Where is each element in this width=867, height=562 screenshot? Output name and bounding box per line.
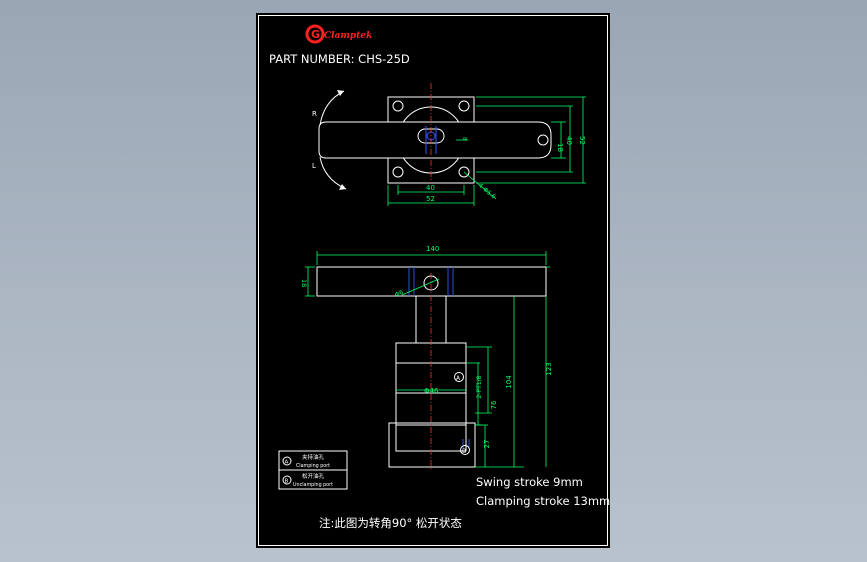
- dim-label: 40: [565, 136, 573, 145]
- rotation-arc-r: [319, 90, 345, 126]
- dim-label: 52: [426, 195, 435, 203]
- dim-label: 27: [483, 440, 491, 449]
- swing-stroke: Swing stroke 9mm: [476, 475, 583, 489]
- dim-label: Φ46: [424, 387, 439, 395]
- clamp-arm: [318, 121, 552, 159]
- mount-hole: [392, 166, 404, 178]
- legend-en: Clamping port: [296, 463, 330, 469]
- legend-en: Unclamping port: [293, 482, 333, 488]
- dim-label: 52: [578, 136, 586, 145]
- legend-zh: 松开油孔: [302, 472, 325, 480]
- dimension-lines: [387, 96, 586, 206]
- port-a: [454, 372, 464, 382]
- legend-marker-circle: [282, 456, 292, 466]
- hidden-lines: [408, 267, 470, 449]
- mount-hole: [458, 166, 470, 178]
- arrow-head: [339, 184, 346, 190]
- mount-hole: [458, 100, 470, 112]
- rotation-label-r: R: [312, 110, 317, 118]
- clamping-stroke: Clamping stroke 13mm: [476, 494, 610, 508]
- port-b: [460, 445, 470, 455]
- dim-label: 8: [461, 137, 467, 140]
- logo-text: Clamptek: [324, 31, 372, 41]
- port-legend: A 夹持油孔 Clamping port B 松开油孔 Unclamping p…: [278, 450, 348, 490]
- side-view: A B 140 18 Φ6 Φ46 2-PT1/8 76 104: [300, 245, 553, 469]
- dimension-lines: [305, 251, 550, 468]
- top-view: R L 40 52 18 40 52 4-Φ5.6 8: [312, 83, 586, 206]
- base-flange: [388, 422, 476, 468]
- legend-zh: 夹持油孔: [302, 453, 325, 461]
- brand-logo: G Clamptek: [305, 24, 372, 44]
- port-a-marker: A: [456, 375, 461, 382]
- dim-label: 18: [556, 143, 564, 152]
- dim-label: 40: [426, 184, 435, 192]
- logo-letter: G: [311, 28, 320, 41]
- arrow-head: [337, 90, 344, 96]
- dim-label: 4-Φ5.6: [477, 182, 497, 200]
- sheet-border: [258, 15, 608, 546]
- legend-marker: B: [285, 479, 289, 485]
- rotation-label-l: L: [312, 162, 316, 170]
- mount-hole: [392, 100, 404, 112]
- dim-label: 140: [426, 245, 439, 253]
- dim-label: 18: [300, 279, 308, 287]
- part-number: PART NUMBER: CHS-25D: [269, 52, 410, 66]
- legend-marker-circle: [282, 475, 292, 485]
- dim-label: 123: [545, 362, 553, 375]
- dim-label: 2-PT1/8: [476, 375, 483, 398]
- dim-label: 76: [490, 400, 498, 409]
- arm-tip-hole: [537, 134, 549, 146]
- cad-drawing: G Clamptek PART NUMBER: CHS-25D R L: [258, 15, 610, 546]
- dim-label: Φ6: [394, 289, 405, 299]
- footnote: 注:此图为转角90° 松开状态: [319, 516, 462, 530]
- arm-side: [316, 266, 547, 297]
- legend-marker: A: [285, 460, 289, 466]
- logo-mark: [305, 24, 325, 44]
- port-b-marker: B: [462, 448, 466, 455]
- drawing-sheet: G Clamptek PART NUMBER: CHS-25D R L: [256, 13, 610, 548]
- dim-label: 104: [505, 375, 513, 389]
